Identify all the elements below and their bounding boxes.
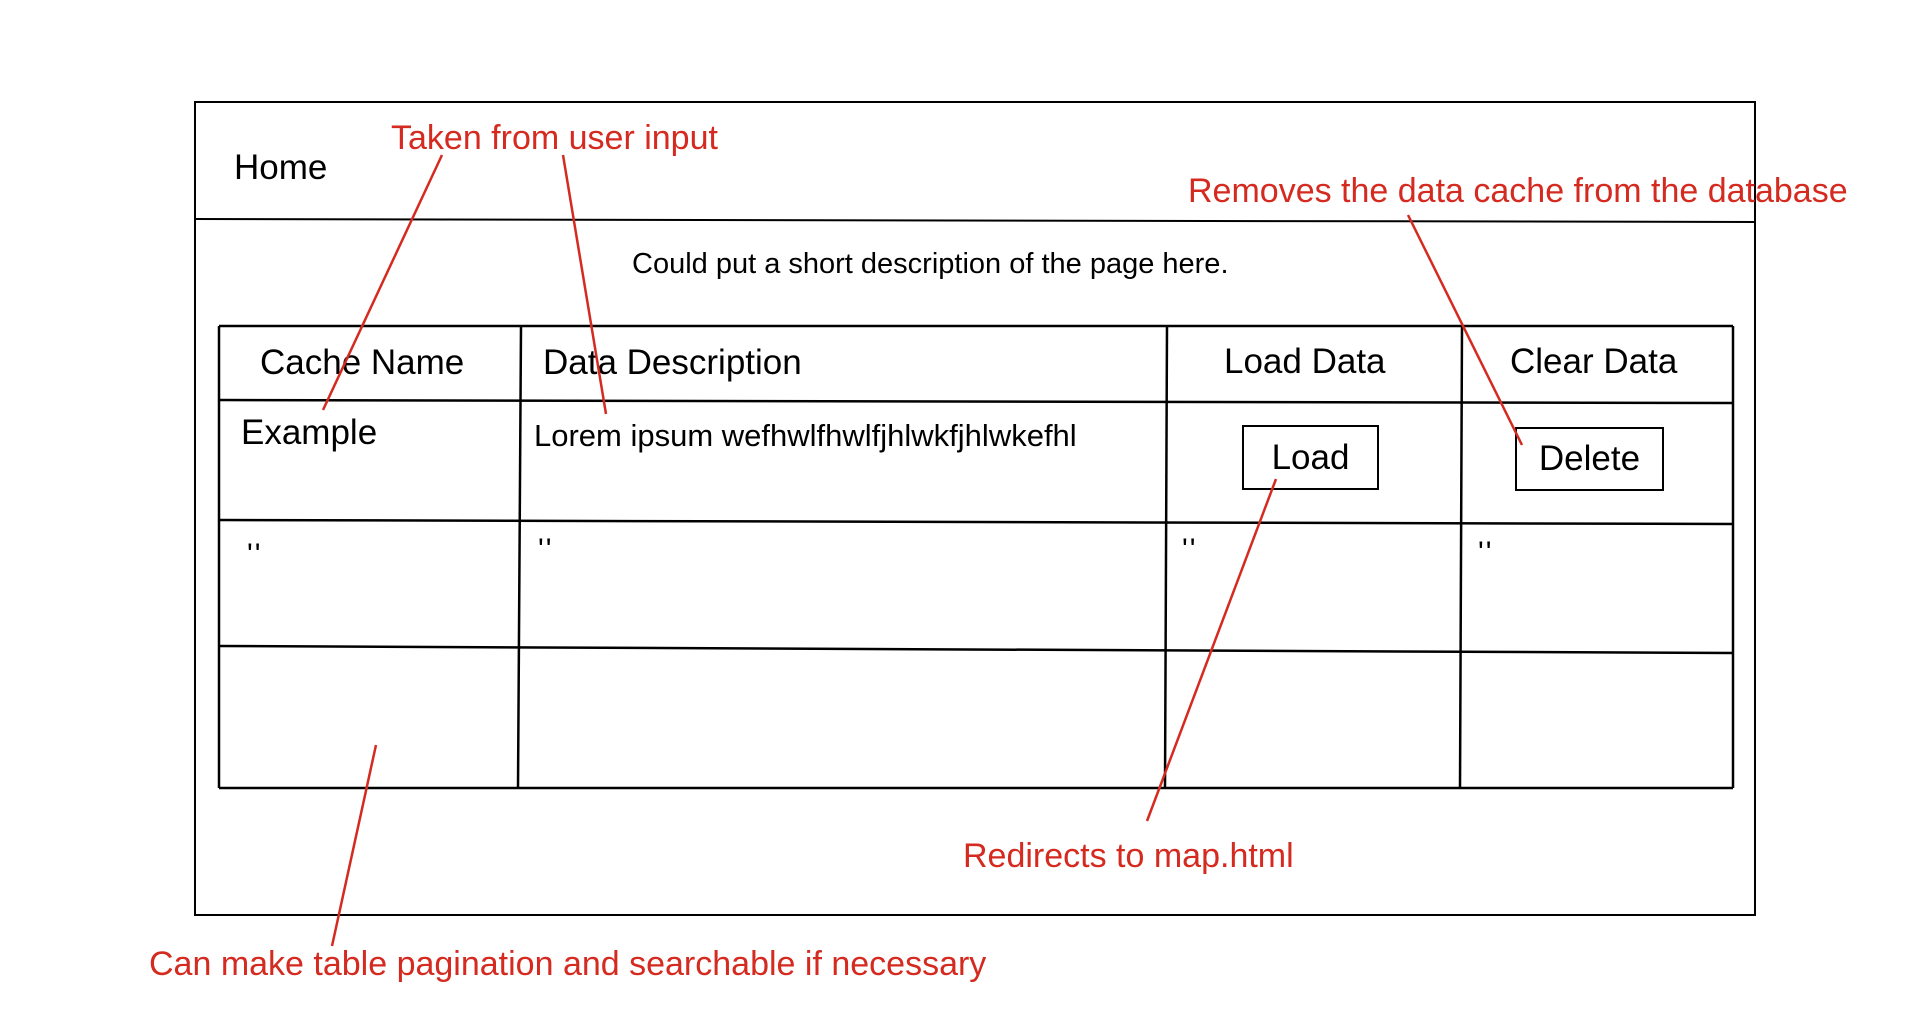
column-header-load-data: Load Data <box>1224 342 1386 381</box>
annotation-user-input: Taken from user input <box>391 119 718 157</box>
annotation-redirects: Redirects to map.html <box>963 837 1294 875</box>
load-button[interactable]: Load <box>1242 425 1379 490</box>
annotation-removes-cache: Removes the data cache from the database <box>1188 172 1848 210</box>
column-header-data-description: Data Description <box>543 343 802 382</box>
row1-data-description: Lorem ipsum wefhwlfhwlfjhlwkfjhlwkefhl <box>534 418 1077 453</box>
row2-cache-name-ditto: '' <box>247 538 263 571</box>
row1-cache-name: Example <box>241 413 378 452</box>
page-frame <box>194 101 1756 916</box>
column-header-clear-data: Clear Data <box>1510 342 1678 381</box>
column-header-cache-name: Cache Name <box>260 343 465 382</box>
annotation-pagination: Can make table pagination and searchable… <box>149 945 987 983</box>
page-description: Could put a short description of the pag… <box>632 248 1229 280</box>
delete-button[interactable]: Delete <box>1515 427 1664 491</box>
row2-load-ditto: '' <box>1182 533 1198 566</box>
row2-clear-ditto: '' <box>1478 536 1494 569</box>
home-nav-link[interactable]: Home <box>234 148 328 187</box>
row2-data-description-ditto: '' <box>538 533 554 566</box>
